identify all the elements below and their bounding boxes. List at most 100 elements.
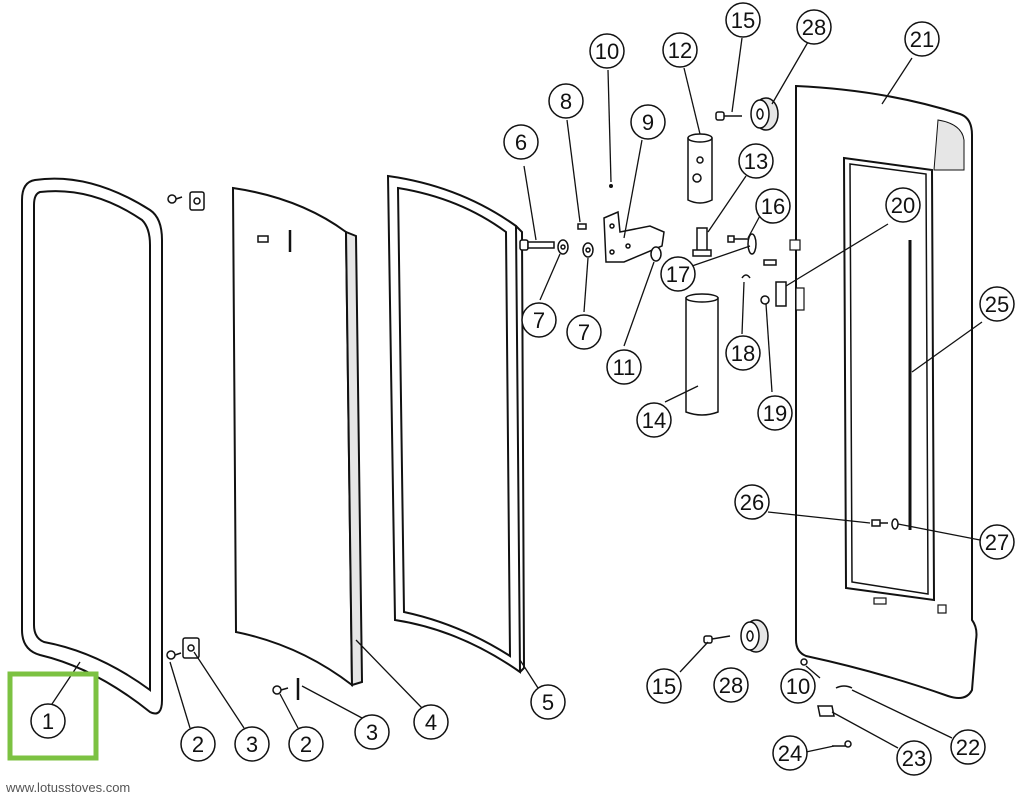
part-7-washer-a <box>557 239 569 255</box>
callout-25-label: 25 <box>985 292 1009 317</box>
callout-7b: 7 <box>566 314 602 350</box>
part-15-screw-upper <box>715 111 742 121</box>
part-16-screw <box>727 235 748 243</box>
callout-28a-label: 28 <box>802 15 826 40</box>
callout-22-label: 22 <box>956 735 980 760</box>
part-12-hinge-sleeve <box>687 133 713 204</box>
callout-26: 26 <box>734 484 770 520</box>
callout-18: 18 <box>725 335 761 371</box>
callout-5-label: 5 <box>542 690 554 715</box>
part-14-tube <box>685 293 719 416</box>
callout-14: 14 <box>636 402 672 438</box>
callout-20-label: 20 <box>891 193 915 218</box>
part-2-screw-upper-left <box>167 194 183 204</box>
callout-9-label: 9 <box>642 110 654 135</box>
callout-6-label: 6 <box>515 130 527 155</box>
callout-3a: 3 <box>234 726 270 762</box>
part-28-roller-lower <box>740 619 769 653</box>
part-28-roller-upper <box>750 97 779 131</box>
callout-27-label: 27 <box>985 530 1009 555</box>
callout-28b-label: 28 <box>719 673 743 698</box>
part-8-pin <box>577 223 587 230</box>
callout-22: 22 <box>950 729 986 765</box>
callout-21-label: 21 <box>910 27 934 52</box>
part-20-latch <box>763 259 787 307</box>
callout-2a: 2 <box>180 726 216 762</box>
callout-17-label: 17 <box>666 262 690 287</box>
callouts: 1 2 3 2 3 4 5 6 7 7 8 9 10 11 12 13 <box>30 2 1015 776</box>
callout-17: 17 <box>660 256 696 292</box>
callout-15a: 15 <box>725 2 761 38</box>
website-footer: www.lotusstoves.com <box>6 780 131 795</box>
callout-1: 1 <box>30 703 66 739</box>
part-15-screw-lower <box>703 635 731 644</box>
callout-10b-label: 10 <box>786 674 810 699</box>
part-18-clip <box>741 274 751 279</box>
part-22-spring-clip <box>835 685 853 689</box>
leader-lines <box>49 37 983 753</box>
callout-11: 11 <box>606 349 642 385</box>
part-19-nut <box>760 295 770 305</box>
part-27-nut-frame <box>891 518 899 530</box>
callout-23: 23 <box>896 740 932 776</box>
callout-15b-label: 15 <box>652 674 676 699</box>
callout-28a: 28 <box>796 9 832 45</box>
part-21-door-frame <box>789 84 978 699</box>
callout-4: 4 <box>413 704 449 740</box>
part-1-door-gasket <box>21 177 163 715</box>
callout-3b-label: 3 <box>366 720 378 745</box>
part-6-bolt <box>519 239 555 251</box>
callout-3b: 3 <box>354 714 390 750</box>
callout-14-label: 14 <box>642 408 666 433</box>
part-7-washer-b <box>582 242 594 258</box>
callout-23-label: 23 <box>902 746 926 771</box>
part-11-nut <box>650 246 662 262</box>
part-5-inner-frame <box>386 174 526 674</box>
callout-8-label: 8 <box>560 89 572 114</box>
callout-15a-label: 15 <box>731 8 755 33</box>
callout-5: 5 <box>530 684 566 720</box>
part-2-screw-center <box>272 685 289 695</box>
part-23-latch-hook <box>817 705 835 717</box>
callout-24-label: 24 <box>778 741 802 766</box>
part-17-spring <box>747 233 757 255</box>
callout-12-label: 12 <box>668 38 692 63</box>
part-2-screw-lower-left <box>166 650 182 660</box>
callout-26-label: 26 <box>740 490 764 515</box>
callout-19-label: 19 <box>763 401 787 426</box>
callout-19: 19 <box>757 395 793 431</box>
callout-1-label: 1 <box>42 709 54 734</box>
callout-16-label: 16 <box>761 194 785 219</box>
callout-21: 21 <box>904 21 940 57</box>
callout-27: 27 <box>979 524 1015 560</box>
part-4-glass-panel <box>231 186 364 688</box>
callout-7a: 7 <box>521 302 557 338</box>
part-10-small-pin-lower <box>800 658 808 666</box>
callout-28b: 28 <box>713 667 749 703</box>
callout-2b-label: 2 <box>300 732 312 757</box>
callout-20: 20 <box>885 187 921 223</box>
callout-25: 25 <box>979 286 1015 322</box>
callout-24: 24 <box>772 735 808 771</box>
callout-9: 9 <box>630 104 666 140</box>
part-24-pin <box>832 740 852 748</box>
callout-13: 13 <box>738 143 774 179</box>
callout-18-label: 18 <box>731 341 755 366</box>
part-10-small-pin-upper <box>609 184 613 188</box>
callout-4-label: 4 <box>425 710 437 735</box>
callout-2a-label: 2 <box>192 732 204 757</box>
callout-6: 6 <box>503 124 539 160</box>
callout-8: 8 <box>548 83 584 119</box>
callout-10a: 10 <box>589 33 625 69</box>
highlight-box <box>7 671 99 761</box>
callout-15b: 15 <box>646 668 682 704</box>
part-9-hinge-bracket <box>603 210 665 263</box>
part-26-screw-frame <box>871 519 888 527</box>
part-13-hinge-pin <box>692 227 712 257</box>
callout-2b: 2 <box>288 726 324 762</box>
callout-7a-label: 7 <box>533 308 545 333</box>
callout-10a-label: 10 <box>595 39 619 64</box>
callout-3a-label: 3 <box>246 732 258 757</box>
callout-11-label: 11 <box>613 355 636 380</box>
